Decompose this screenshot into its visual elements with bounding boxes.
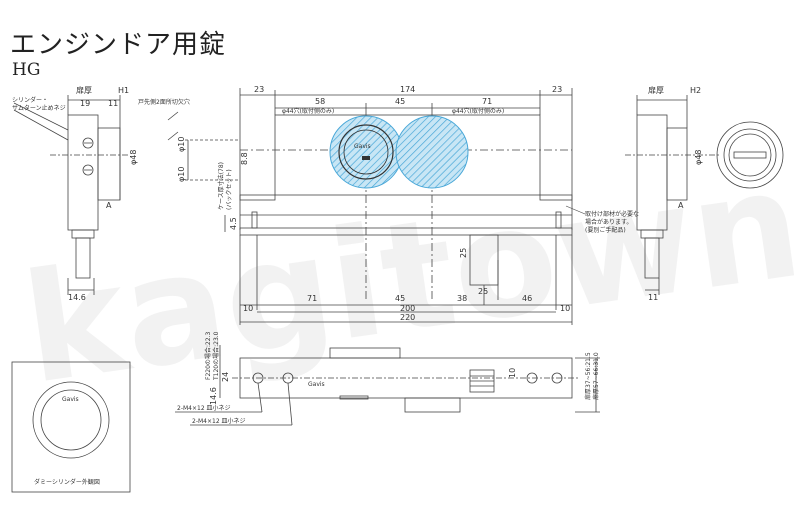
front-dim-top-left: 23 <box>254 85 264 94</box>
bottom-brand-logo: Gavis <box>308 381 325 388</box>
bottom-screw-label-1: 2-M4×12 皿小ネジ <box>177 404 231 412</box>
bottom-vert-label-4: 24 <box>221 372 230 382</box>
left-cut-label: 戸先側2面所切欠穴 <box>138 98 190 106</box>
left-dim-19: 19 <box>80 99 90 108</box>
front-note-line-1: 取付け部材が必要な <box>585 210 639 218</box>
page-title: エンジンドア用錠 <box>10 30 227 60</box>
front-dim-bottom-45: 45 <box>395 294 405 303</box>
left-cylinder-label-1: シリンダー・ <box>12 96 48 104</box>
watermark-text: kagitown <box>14 137 800 418</box>
right-dim-11: 11 <box>648 293 658 302</box>
front-dim-cyl-left: 58 <box>315 97 325 106</box>
bottom-vert-label-2: T120の場合:23.0 <box>212 331 220 381</box>
bottom-vert-label-3: 14.6 <box>209 387 218 405</box>
right-label-door-thickness: 扉厚 <box>648 85 664 95</box>
bottom-vert-label-1: F220の場合:22.3 <box>204 332 212 380</box>
front-dim-bottom-38: 38 <box>457 294 467 303</box>
right-dim-phi48: φ48 <box>694 150 703 165</box>
left-cylinder-label-2: サムターン止めネジ <box>12 104 66 112</box>
bottom-view <box>175 345 600 426</box>
front-brand-logo: Gavis <box>354 143 371 150</box>
front-dim-25-vertical: 25 <box>459 248 468 258</box>
left-dim-14-6: 14.6 <box>68 293 86 302</box>
front-note-line-3: (要別ご手配品) <box>585 226 626 234</box>
bottom-vert-label-7: 扉厚57~66:31.0 <box>592 352 600 400</box>
bottom-vert-label-5: 10 <box>508 368 517 378</box>
front-dim-bottom-10-right: 10 <box>560 304 570 313</box>
front-dim-8-8: 8.8 <box>240 152 249 165</box>
left-dim-phi48: φ48 <box>129 150 138 165</box>
left-label-door-thickness: 扉厚 <box>76 85 92 95</box>
front-note-line-2: 場合があります。 <box>585 218 632 226</box>
model-code: HG <box>12 60 41 80</box>
bottom-vert-label-6: 扉厚37~56:21.5 <box>584 352 592 400</box>
right-label-h2: H2 <box>690 86 701 95</box>
front-dim-4-5: 4.5 <box>229 217 238 230</box>
front-dim-25-horizontal: 25 <box>478 287 488 296</box>
left-dim-11: 11 <box>108 99 118 108</box>
dummy-brand-logo: Gavis <box>62 396 79 403</box>
bottom-screw-label-2: 2-M4×12 皿小ネジ <box>192 417 246 425</box>
right-label-a: A <box>678 201 684 210</box>
front-dim-200: 200 <box>400 304 415 313</box>
front-dim-bottom-10-left: 10 <box>243 304 253 313</box>
right-side-view <box>625 95 784 295</box>
front-dim-cyl-mid: 45 <box>395 97 405 106</box>
front-note-leader <box>565 205 586 215</box>
front-dim-phi10-a: φ10 <box>177 137 186 152</box>
front-dim-bottom-71: 71 <box>307 294 317 303</box>
front-case-note-2: (バックセット) <box>226 169 233 210</box>
front-cylinder-hole-right <box>395 115 469 189</box>
dummy-cylinder-view <box>11 361 131 493</box>
left-label-a: A <box>106 201 112 210</box>
front-dim-top-mid: 174 <box>400 85 415 94</box>
front-dim-cyl-right: 71 <box>482 97 492 106</box>
front-dim-top-right: 23 <box>552 85 562 94</box>
front-case-note: ケース厚寸法(78) <box>217 162 225 210</box>
front-hole-label-right: φ44穴(取付側のみ) <box>452 107 504 115</box>
front-dim-phi10-b: φ10 <box>177 167 186 182</box>
left-side-view <box>13 95 130 295</box>
dummy-caption: ダミーシリンダー外観図 <box>34 478 100 486</box>
left-label-h1: H1 <box>118 86 129 95</box>
front-dim-220: 220 <box>400 313 415 322</box>
front-dim-bottom-46: 46 <box>522 294 532 303</box>
front-cylinder-hole-left: Gavis <box>329 115 403 189</box>
front-hole-label-left: φ44穴(取付側のみ) <box>282 107 334 115</box>
